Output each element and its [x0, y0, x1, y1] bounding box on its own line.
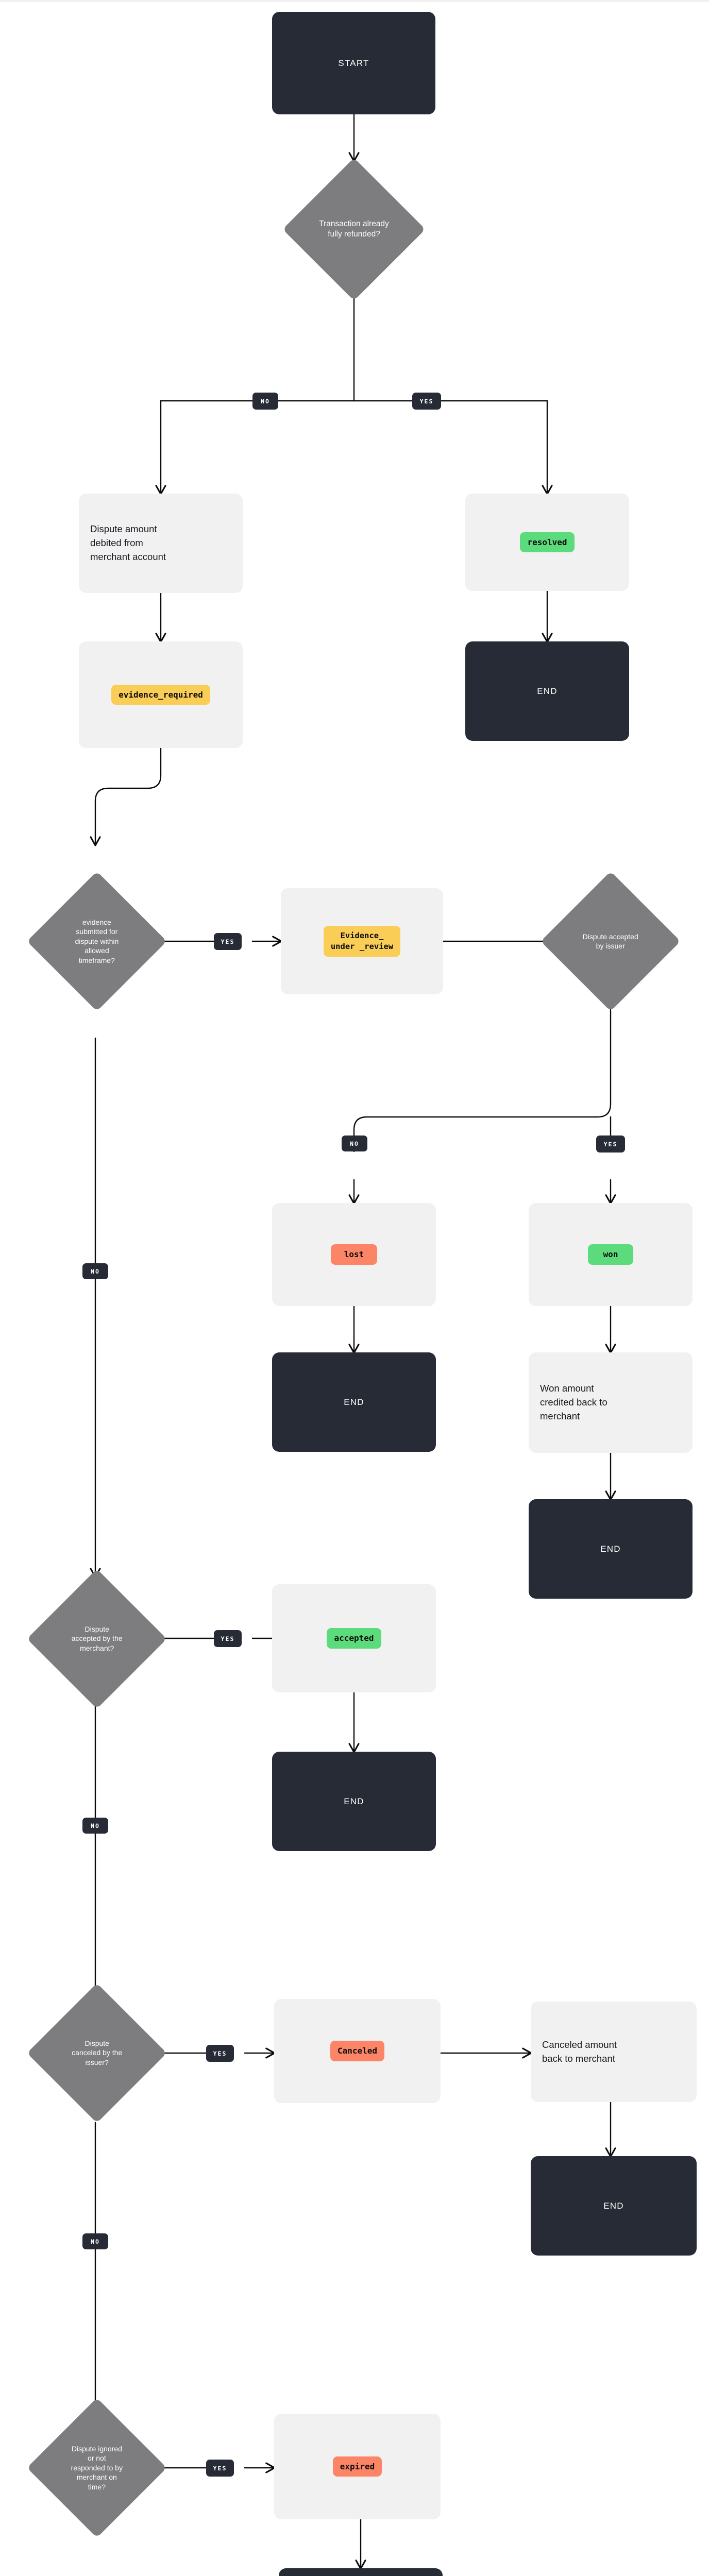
node-process-canceled-back-label: Canceled amount back to merchant [542, 2039, 617, 2064]
edge-label-evidence-no: NO [82, 1263, 108, 1279]
node-process-won-credited[interactable]: Won amount credited back to merchant [529, 1352, 693, 1453]
node-end-lost[interactable]: END [272, 1352, 436, 1452]
node-end-won[interactable]: END [529, 1499, 693, 1599]
node-end-canceled[interactable]: END [531, 2156, 697, 2256]
edge-label-canceled-no: NO [82, 2233, 108, 2249]
status-pill-evidence-required: evidence_required [111, 684, 210, 705]
node-end-canceled-label: END [603, 2200, 624, 2211]
node-process-won-credited-label: Won amount credited back to merchant [540, 1383, 607, 1421]
node-status-resolved[interactable]: resolved [465, 494, 629, 591]
node-decision-accepted-by-issuer-label: Dispute accepted by issuer [582, 932, 639, 950]
node-status-accepted[interactable]: accepted [272, 1584, 436, 1692]
node-decision-evidence-submitted-label: evidence submitted for dispute within al… [75, 918, 119, 964]
node-end-accepted[interactable]: END [272, 1752, 436, 1851]
node-end-resolved[interactable]: END [465, 641, 629, 741]
status-pill-accepted: accepted [327, 1628, 381, 1649]
edge-label-issuer-no: NO [342, 1136, 367, 1151]
node-end-expired[interactable]: END [279, 2568, 443, 2576]
node-status-evidence-required[interactable]: evidence_required [79, 641, 243, 748]
top-divider [0, 0, 709, 2]
edge-label-issuer-yes: YES [596, 1136, 625, 1153]
edge-label-refunded-no: NO [252, 393, 278, 410]
node-status-won[interactable]: won [529, 1203, 693, 1306]
node-status-lost[interactable]: lost [272, 1203, 436, 1306]
node-end-resolved-label: END [537, 686, 558, 696]
edge-label-refunded-yes: YES [412, 393, 441, 410]
edge-label-evidence-yes: YES [214, 933, 242, 950]
edge-label-merchant-no: NO [82, 1818, 108, 1834]
node-process-dispute-debited[interactable]: Dispute amount debited from merchant acc… [79, 494, 243, 593]
status-pill-expired: expired [332, 2456, 382, 2477]
status-pill-lost: lost [330, 1244, 378, 1265]
node-start[interactable]: START [272, 12, 435, 114]
edge-label-merchant-yes: YES [214, 1630, 242, 1647]
status-pill-evidence-under-review: Evidence_ under _review [323, 926, 401, 957]
node-decision-canceled-by-issuer-label: Dispute canceled by the issuer? [71, 2039, 123, 2067]
node-end-lost-label: END [344, 1397, 364, 1407]
node-decision-accepted-by-merchant-label: Dispute accepted by the merchant? [71, 1625, 123, 1653]
edge-label-canceled-yes: YES [206, 2045, 234, 2062]
node-decision-dispute-ignored-label: Dispute ignored or not responded to by m… [71, 2444, 123, 2491]
node-status-expired[interactable]: expired [274, 2414, 441, 2519]
node-end-won-label: END [600, 1544, 621, 1554]
edge-label-ignored-yes: YES [206, 2460, 234, 2477]
node-start-label: START [338, 58, 369, 68]
node-process-dispute-debited-label: Dispute amount debited from merchant acc… [90, 523, 166, 562]
node-status-evidence-under-review[interactable]: Evidence_ under _review [281, 888, 443, 994]
status-pill-won: won [587, 1244, 634, 1265]
node-decision-transaction-refunded-label: Transaction already fully refunded? [319, 219, 389, 239]
node-process-canceled-back[interactable]: Canceled amount back to merchant [531, 2002, 697, 2102]
status-pill-canceled: Canceled [330, 2041, 385, 2061]
status-pill-resolved: resolved [520, 532, 575, 553]
node-status-canceled[interactable]: Canceled [274, 1999, 441, 2103]
node-end-accepted-label: END [344, 1796, 364, 1806]
